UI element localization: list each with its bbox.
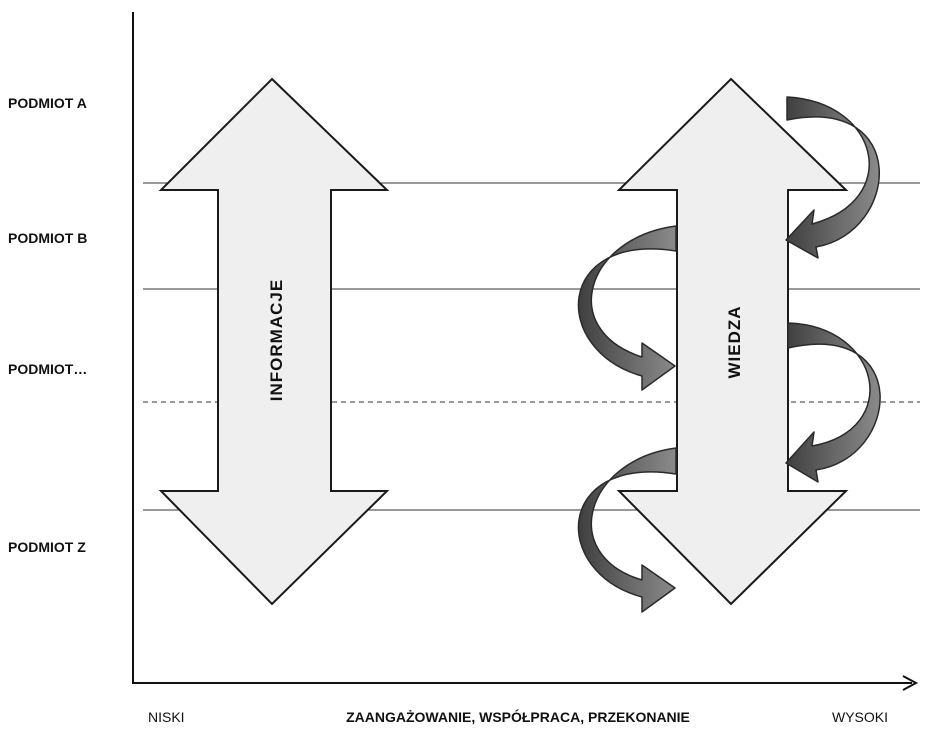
informacje-label: INFORMACJE <box>267 279 286 401</box>
row-label-z: PODMIOT Z <box>8 539 86 555</box>
curved-arrow-right-top <box>785 96 881 259</box>
informacje-double-arrow <box>158 77 390 606</box>
row-label-a: PODMIOT A <box>8 95 87 111</box>
row-label-dots: PODMIOT… <box>8 361 87 377</box>
curved-arrow-left-upper <box>577 225 677 391</box>
axis-title: ZAANGAŻOWANIE, WSPÓŁPRACA, PRZEKONANIE <box>346 708 690 725</box>
row-label-b: PODMIOT B <box>8 230 87 246</box>
curved-arrow-right-middle <box>785 322 881 483</box>
curved-arrow-left-lower <box>577 447 677 613</box>
wiedza-double-arrow <box>616 77 849 606</box>
axis-low-label: NISKI <box>148 709 185 725</box>
x-axis-arrowhead <box>902 675 919 691</box>
axis-high-label: WYSOKI <box>832 709 888 725</box>
wiedza-label: WIEDZA <box>725 305 744 378</box>
